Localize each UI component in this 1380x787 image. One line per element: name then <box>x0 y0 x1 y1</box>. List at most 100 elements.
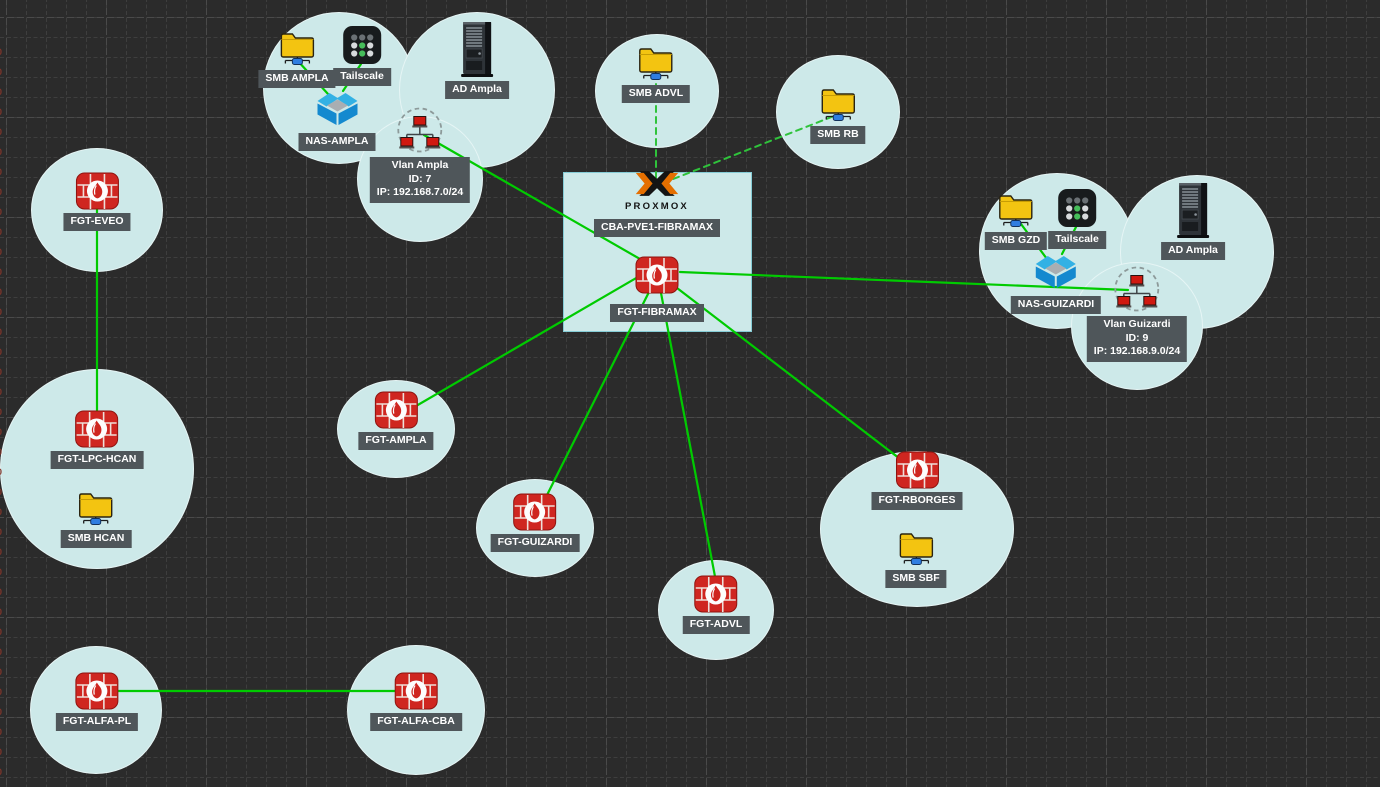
node-label: FGT-RBORGES <box>871 492 963 510</box>
left-edge-mark: 0 <box>0 427 2 437</box>
left-edge-mark: 0 <box>0 67 2 77</box>
firewall-icon <box>394 672 438 710</box>
node-fgt-ampla[interactable]: FGT-AMPLA <box>358 391 434 450</box>
left-edge-mark: 0 <box>0 767 2 777</box>
node-smb-ampla[interactable]: SMB AMPLA <box>258 29 336 88</box>
group-bubble-fgt-alfa-pl[interactable] <box>30 646 162 774</box>
left-edge-mark: 0 <box>0 247 2 257</box>
left-edge-mark: 0 <box>0 167 2 177</box>
node-tailscale-ampla[interactable]: Tailscale <box>333 25 391 86</box>
left-edge-mark: 0 <box>0 107 2 117</box>
node-label: FGT-ADVL <box>682 616 750 634</box>
node-fgt-alfa-pl[interactable]: FGT-ALFA-PL <box>55 672 139 731</box>
node-smb-sbf[interactable]: SMB SBF <box>885 529 947 588</box>
node-smb-gzd[interactable]: SMB GZD <box>984 191 1048 250</box>
node-label: FGT-GUIZARDI <box>490 534 580 552</box>
node-fgt-eveo[interactable]: FGT-EVEO <box>63 172 131 231</box>
left-edge-mark: 0 <box>0 547 2 557</box>
node-fgt-rborges[interactable]: FGT-RBORGES <box>871 451 963 510</box>
left-edge-mark: 0 <box>0 367 2 377</box>
nas-box-icon <box>317 93 357 125</box>
shared-folder-icon <box>639 48 673 80</box>
left-edge-mark: 0 <box>0 327 2 337</box>
node-label: NAS-GUIZARDI <box>1010 296 1102 314</box>
left-edge-mark: 0 <box>0 467 2 477</box>
node-fgt-advl[interactable]: FGT-ADVL <box>682 575 750 634</box>
firewall-icon <box>694 575 738 613</box>
node-ad-ampla-east[interactable]: AD Ampla <box>1161 181 1225 260</box>
node-smb-advl[interactable]: SMB ADVL <box>621 44 691 103</box>
left-edge-mark: 0 <box>0 607 2 617</box>
left-edge-mark: 0 <box>0 347 2 357</box>
node-label: SMB GZD <box>984 232 1048 250</box>
node-label: Tailscale <box>333 68 391 86</box>
node-label: FGT-LPC-HCAN <box>50 451 144 469</box>
left-edge-mark: 0 <box>0 207 2 217</box>
left-edge-mark: 0 <box>0 287 2 297</box>
node-label: FGT-ALFA-CBA <box>370 713 462 731</box>
shared-folder-icon <box>999 195 1033 227</box>
left-edge-mark: 0 <box>0 147 2 157</box>
shared-folder-icon <box>899 533 933 565</box>
shared-folder-icon <box>280 33 314 65</box>
left-edge-mark: 0 <box>0 527 2 537</box>
vlan-label: Vlan Ampla ID: 7 IP: 192.168.7.0/24 <box>369 157 471 203</box>
firewall-icon <box>635 256 679 294</box>
node-fgt-alfa-cba[interactable]: FGT-ALFA-CBA <box>370 672 462 731</box>
left-edge-mark: 0 <box>0 687 2 697</box>
node-label: AD Ampla <box>445 81 509 99</box>
node-vlan-guizardi[interactable]: Vlan Guizardi ID: 9 IP: 192.168.9.0/24 <box>1086 265 1188 362</box>
left-edge-mark: 0 <box>0 187 2 197</box>
firewall-icon <box>75 672 119 710</box>
shared-folder-icon <box>821 89 855 121</box>
firewall-icon <box>75 410 119 448</box>
host-label: CBA-PVE1-FIBRAMAX <box>593 219 721 237</box>
node-smb-hcan[interactable]: SMB HCAN <box>60 489 132 548</box>
node-label: SMB ADVL <box>621 85 691 103</box>
left-edge-mark: 0 <box>0 87 2 97</box>
node-proxmox-host[interactable]: PROXMOX CBA-PVE1-FIBRAMAX FGT-FIBRAMAX <box>593 170 721 322</box>
left-edge-mark: 0 <box>0 127 2 137</box>
vlan-label: Vlan Guizardi ID: 9 IP: 192.168.9.0/24 <box>1086 316 1188 362</box>
node-label: Tailscale <box>1048 231 1106 249</box>
left-edge-mark: 0 <box>0 487 2 497</box>
left-edge-mark: 0 <box>0 47 2 57</box>
node-label: SMB SBF <box>885 570 947 588</box>
left-edge-mark: 0 <box>0 707 2 717</box>
server-tower-icon <box>460 22 493 77</box>
node-ad-ampla-west[interactable]: AD Ampla <box>445 20 509 99</box>
left-edge-mark: 0 <box>0 567 2 577</box>
firewall-icon <box>374 391 418 429</box>
node-smb-rb[interactable]: SMB RB <box>810 85 866 144</box>
node-nas-ampla[interactable]: NAS-AMPLA <box>298 86 376 151</box>
left-edge-mark: 0 <box>0 507 2 517</box>
node-label: FGT-ALFA-PL <box>55 713 139 731</box>
left-edge-mark: 0 <box>0 407 2 417</box>
group-bubble-fgt-alfa-cba[interactable] <box>347 645 485 775</box>
vlan-network-icon <box>1114 266 1160 312</box>
vlan-network-icon <box>397 107 443 153</box>
left-edge-mark: 0 <box>0 747 2 757</box>
left-edge-mark: 0 <box>0 647 2 657</box>
node-fgt-guizardi[interactable]: FGT-GUIZARDI <box>490 493 580 552</box>
left-edge-mark: 0 <box>0 627 2 637</box>
node-label: NAS-AMPLA <box>298 133 376 151</box>
node-label: AD Ampla <box>1161 242 1225 260</box>
left-edge-mark: 0 <box>0 727 2 737</box>
firewall-icon <box>513 493 557 531</box>
firewall-icon <box>895 451 939 489</box>
firewall-icon <box>75 172 119 210</box>
nas-box-icon <box>1035 256 1076 288</box>
tailscale-icon <box>343 26 381 64</box>
node-vlan-ampla[interactable]: Vlan Ampla ID: 7 IP: 192.168.7.0/24 <box>369 106 471 203</box>
node-label: FGT-EVEO <box>63 213 131 231</box>
node-fgt-lpc-hcan[interactable]: FGT-LPC-HCAN <box>50 410 144 469</box>
proxmox-logo-icon <box>635 171 679 196</box>
node-label: SMB HCAN <box>60 530 132 548</box>
left-edge-mark: 0 <box>0 387 2 397</box>
node-label: FGT-AMPLA <box>358 432 434 450</box>
node-tailscale-guizardi[interactable]: Tailscale <box>1048 188 1106 249</box>
node-label: FGT-FIBRAMAX <box>610 304 704 322</box>
shared-folder-icon <box>79 493 113 525</box>
